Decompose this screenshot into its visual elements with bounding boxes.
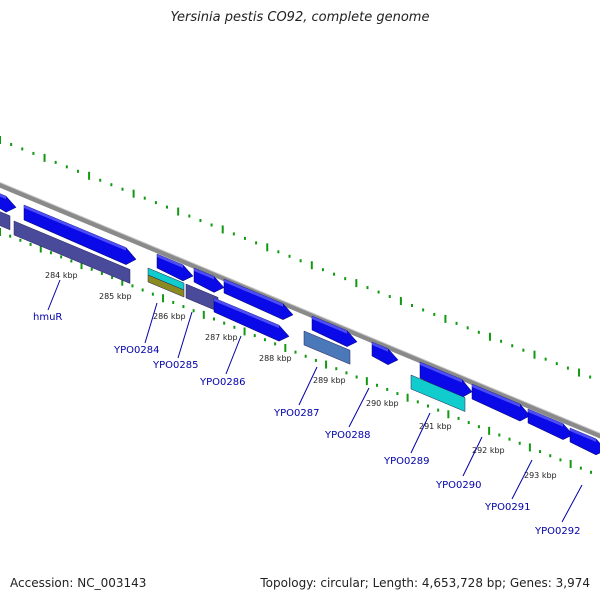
- gene-leader-line: [298, 366, 318, 406]
- gene-arrow-highlight: [472, 384, 520, 408]
- gene-arrow-highlight: [570, 428, 596, 442]
- gene-label: YPO0291: [484, 502, 530, 513]
- gene-leader-line: [144, 302, 158, 344]
- gene-label: YPO0289: [383, 456, 429, 467]
- kbp-ticks: 284 kbp 285 kbp 286 kbp 287 kbp 288 kbp 289 k…: [45, 271, 557, 480]
- feature-block: [410, 374, 466, 412]
- kbp-tick-label: 284 kbp: [45, 271, 78, 280]
- gene-label: YPO0284: [113, 345, 159, 356]
- kbp-tick-label: 286 kbp: [153, 312, 186, 321]
- gene-arrow-highlight: [157, 254, 183, 268]
- kbp-tick-label: 287 kbp: [205, 333, 238, 342]
- kbp-tick-label: 291 kbp: [419, 422, 452, 431]
- genome-summary-text: Topology: circular; Length: 4,653,728 bp…: [260, 576, 590, 590]
- gene-leader-line: [462, 436, 483, 477]
- kbp-tick-label: 290 kbp: [366, 399, 399, 408]
- gene-arrow-highlight: [0, 193, 6, 200]
- gene-arrow: [569, 427, 600, 456]
- genome-backbone: [0, 182, 600, 439]
- gene-leader-line: [410, 412, 431, 454]
- gene-label: YPO0285: [152, 360, 198, 371]
- map-title: Yersinia pestis CO92, complete genome: [170, 10, 430, 25]
- gene-arrow-highlight: [194, 268, 214, 280]
- gene-leader-line: [225, 335, 242, 375]
- gene-label: YPO0286: [199, 377, 245, 388]
- gene-features: [0, 193, 600, 456]
- gene-arrow-highlight: [420, 362, 462, 383]
- gene-leader-line: [47, 279, 61, 311]
- gene-label: hmuR: [33, 312, 62, 323]
- gene-arrow-highlight: [528, 409, 563, 427]
- gene-arrow-highlight: [224, 279, 283, 307]
- gene-arrow-highlight: [214, 298, 279, 329]
- kbp-tick-label: 293 kbp: [524, 471, 557, 480]
- kbp-tick-label: 288 kbp: [259, 354, 292, 363]
- feature-block: [303, 330, 351, 365]
- gene-label: YPO0287: [273, 408, 319, 419]
- gene-leader-line: [177, 311, 193, 359]
- gene-label: YPO0292: [534, 526, 580, 537]
- feature-block: [147, 274, 185, 298]
- gene-arrow-highlight: [24, 205, 126, 251]
- gene-label: YPO0290: [435, 480, 481, 491]
- gene-label: YPO0288: [324, 430, 370, 441]
- gene-labels: hmuR YPO0284YPO0285YPO0286YPO0287YPO0288Y…: [33, 279, 583, 537]
- kbp-tick-label: 285 kbp: [99, 292, 132, 301]
- kbp-tick-label: 292 kbp: [472, 446, 505, 455]
- pseudogene-block: [13, 220, 131, 284]
- gene-arrow-highlight: [372, 342, 388, 352]
- kbp-tick-label: 289 kbp: [313, 376, 346, 385]
- gene-leader-line: [561, 484, 583, 523]
- accession-text: Accession: NC_003143: [10, 576, 147, 590]
- gene-arrow-highlight: [312, 316, 347, 334]
- gene-leader-line: [511, 459, 533, 500]
- gene-arrow: [23, 204, 137, 265]
- gc-skew-dots: [0, 136, 593, 474]
- gene-leader-line: [348, 387, 370, 428]
- pseudogene-block: [0, 211, 11, 231]
